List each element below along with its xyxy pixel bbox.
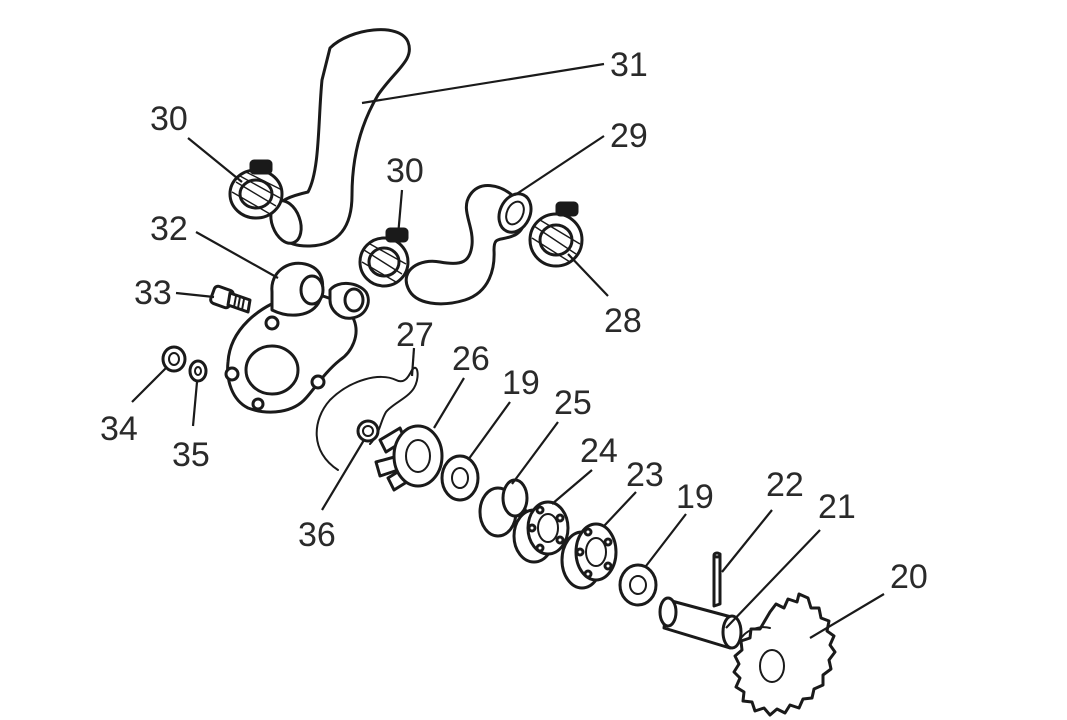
callout-35: 35: [172, 436, 210, 474]
bearing-23: [560, 522, 618, 590]
leader-35: [191, 381, 199, 427]
leader-19-upper: [467, 401, 511, 461]
leader-24: [551, 469, 593, 505]
leader-23: [603, 491, 637, 527]
callout-23: 23: [626, 456, 664, 494]
leader-31: [361, 62, 605, 105]
callout-26: 26: [452, 340, 490, 378]
callout-28: 28: [604, 302, 642, 340]
leader-33: [175, 291, 215, 299]
washer-35: [188, 359, 208, 383]
callout-32: 32: [150, 210, 188, 248]
bolt-33: [209, 284, 252, 314]
leader-30-left: [187, 137, 243, 183]
washer-19-lower: [618, 563, 658, 607]
callout-25: 25: [554, 384, 592, 422]
leader-lines: [131, 62, 885, 639]
impeller-26: [374, 424, 444, 492]
shaft-21: [658, 596, 743, 650]
callout-24: 24: [580, 432, 618, 470]
hose-29: [404, 184, 533, 306]
leader-21: [725, 529, 821, 629]
callout-36: 36: [298, 516, 336, 554]
hose-clamp-30-left: [228, 159, 284, 220]
hose-clamp-28: [528, 201, 584, 268]
leader-25: [511, 421, 559, 485]
seal-25: [478, 478, 529, 538]
washer-19-upper: [440, 454, 480, 502]
leader-27: [410, 347, 416, 377]
callout-22: 22: [766, 466, 804, 504]
pump-cover-32: [224, 261, 370, 414]
nut-34: [161, 345, 187, 373]
callout-30-middle: 30: [386, 152, 424, 190]
pin-22: [712, 551, 722, 608]
callout-20: 20: [890, 558, 928, 596]
leader-19-lower: [645, 513, 687, 567]
hose-31: [269, 28, 411, 248]
leader-36: [321, 439, 365, 511]
callout-30-left: 30: [150, 100, 188, 138]
leader-30-middle: [396, 189, 404, 237]
leader-20: [809, 593, 885, 639]
callout-labels: 31 30 30 29 32 33 28 27 26 19 25 34 24 3…: [100, 46, 928, 596]
bearing-24: [512, 500, 570, 564]
callout-27: 27: [396, 316, 434, 354]
leader-28: [567, 253, 609, 297]
callout-21: 21: [818, 488, 856, 526]
leader-29: [514, 135, 605, 196]
leader-26: [433, 377, 465, 429]
o-ring-36: [356, 419, 380, 443]
leader-34: [131, 367, 167, 403]
callout-29: 29: [610, 117, 648, 155]
callout-31: 31: [610, 46, 648, 84]
callout-34: 34: [100, 410, 138, 448]
gear-20: [732, 592, 837, 717]
hose-clamp-30-middle: [358, 227, 410, 288]
callout-33: 33: [134, 274, 172, 312]
callout-19-lower: 19: [676, 478, 714, 516]
leader-32: [195, 231, 279, 279]
callout-19-upper: 19: [502, 364, 540, 402]
leader-22: [721, 509, 773, 573]
